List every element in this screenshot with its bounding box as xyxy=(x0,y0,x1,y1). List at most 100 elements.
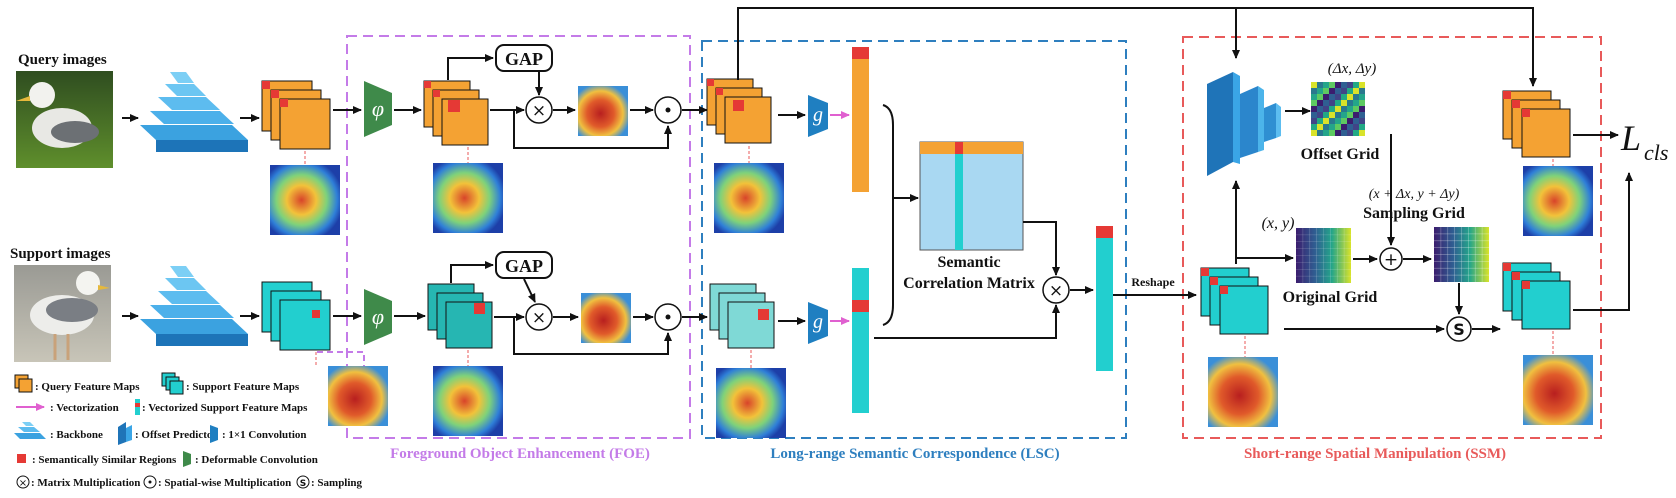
svg-text:cls: cls xyxy=(1644,140,1668,165)
legend-text-sampling: : Sampling xyxy=(311,477,363,489)
legend-text-offset-predictor: : Offset Predictor xyxy=(135,429,217,441)
legend-text-matrix-mult: : Matrix Multiplication xyxy=(31,477,140,489)
foe-module-box xyxy=(346,35,691,439)
support-heatmap-1 xyxy=(315,351,388,426)
legend-text-conv1x1: : 1×1 Convolution xyxy=(222,429,307,441)
sampling-op: S xyxy=(1446,316,1472,342)
lsc-arrows xyxy=(778,111,806,325)
support-deformable-conv: φ xyxy=(364,289,392,345)
query-attention-map xyxy=(578,86,628,136)
svg-text:g: g xyxy=(813,104,823,126)
query-conv1x1: g xyxy=(808,95,828,137)
svg-text:GAP: GAP xyxy=(505,256,543,276)
query-heatmap-1 xyxy=(270,151,340,235)
query-feature-maps-lsc xyxy=(706,78,772,144)
query-heatmap-foe xyxy=(433,147,503,233)
legend-similar-region-icon xyxy=(17,454,26,463)
support-spatial-mult-op xyxy=(654,303,682,331)
plus-op: + xyxy=(1379,247,1403,271)
legend-text-vectorization: : Vectorization xyxy=(50,402,119,414)
matrix-label-1: Semantic xyxy=(937,254,1000,271)
support-feature-maps-ssm-in xyxy=(1200,267,1269,335)
original-grid xyxy=(1296,228,1351,283)
query-deformable-conv: φ xyxy=(364,81,392,137)
top-skip-arrow xyxy=(737,7,1537,87)
support-feature-maps-lsc xyxy=(709,283,775,349)
support-backbone-icon xyxy=(140,266,248,346)
legend-text-vectorized-support: : Vectorized Support Feature Maps xyxy=(142,402,308,414)
support-gap-box: GAP xyxy=(495,251,553,279)
ssm-module-box xyxy=(1182,36,1602,439)
svg-text:+: + xyxy=(1384,250,1398,270)
svg-text:S: S xyxy=(1453,320,1465,339)
query-gap-box: GAP xyxy=(495,44,553,72)
lsc-module-box xyxy=(701,40,1127,439)
svg-text:×: × xyxy=(19,478,27,489)
legend-vectorized-support-icon xyxy=(135,399,140,415)
lsc-multiply-op: × xyxy=(1042,276,1070,304)
support-conv1x1: g xyxy=(808,302,828,344)
query-feature-maps-ssm xyxy=(1502,90,1571,158)
offset-predictor-icon xyxy=(1207,72,1281,176)
offset-grid-label: Offset Grid xyxy=(1301,146,1380,163)
support-heatmap-ssm-out xyxy=(1523,331,1593,425)
support-vector xyxy=(852,268,869,413)
query-heatmap-lsc xyxy=(714,146,784,233)
legend-text-deformable-conv: : Deformable Convolution xyxy=(195,454,318,466)
legend-offset-predictor-icon xyxy=(118,422,132,445)
orig-xy-label: (x, y) xyxy=(1262,215,1295,232)
svg-text:GAP: GAP xyxy=(505,49,543,69)
query-vector xyxy=(852,47,869,192)
query-spatial-mult-op xyxy=(654,96,682,124)
support-heatmap-ssm-in xyxy=(1208,336,1278,427)
matrix-label-2: Correlation Matrix xyxy=(903,275,1035,292)
ssm-title: Short-range Spatial Manipulation (SSM) xyxy=(1244,446,1506,462)
query-backbone-icon xyxy=(140,72,248,152)
legend-deformable-conv-icon xyxy=(183,451,191,467)
original-grid-label: Original Grid xyxy=(1283,289,1378,306)
sampling-grid xyxy=(1434,227,1489,282)
svg-text:S: S xyxy=(300,479,306,489)
legend-backbone-icon xyxy=(14,422,46,439)
support-image xyxy=(14,265,111,362)
support-heatmap-lsc xyxy=(716,350,786,438)
query-feature-maps-foe xyxy=(423,80,489,146)
query-heatmap-ssm xyxy=(1523,159,1593,236)
svg-text:×: × xyxy=(532,101,546,121)
svg-text:×: × xyxy=(1049,281,1063,301)
legend-text-support-feature: : Support Feature Maps xyxy=(186,381,300,393)
foe-title: Foreground Object Enhancement (FOE) xyxy=(390,446,650,462)
support-multiply-op: × xyxy=(525,303,553,331)
legend-spatial-mult-icon xyxy=(143,475,157,489)
offset-delta-label: (Δx, Δy) xyxy=(1328,61,1376,77)
legend-text-spatial-mult: : Spatial-wise Multiplication xyxy=(158,477,291,489)
merge-bracket xyxy=(882,104,894,326)
legend: : Query Feature Maps : Support Feature M… xyxy=(14,372,363,489)
support-feature-maps-ssm-out xyxy=(1502,262,1571,330)
sampling-coord-label: (x + Δx, y + Δy) xyxy=(1369,187,1460,202)
loss-label: L cls xyxy=(1620,118,1668,165)
legend-text-query-feature: : Query Feature Maps xyxy=(35,381,140,393)
svg-text:L: L xyxy=(1620,118,1641,158)
lsc-title: Long-range Semantic Correspondence (LSC) xyxy=(770,446,1059,462)
legend-sampling-icon: S xyxy=(296,475,310,489)
offset-grid xyxy=(1311,82,1365,136)
support-feature-maps-foe xyxy=(427,283,493,349)
legend-text-backbone: : Backbone xyxy=(50,429,103,441)
foe-arrows xyxy=(122,54,708,355)
legend-text-similar-region: : Semantically Similar Regions xyxy=(32,454,177,466)
query-images-label: Query images xyxy=(18,52,107,68)
legend-support-feature-icon xyxy=(161,372,184,395)
svg-text:φ: φ xyxy=(372,304,384,329)
svg-text:g: g xyxy=(813,311,823,333)
legend-query-feature-icon xyxy=(14,374,33,393)
output-vector xyxy=(1096,226,1113,371)
svg-text:φ: φ xyxy=(372,96,384,121)
query-feature-maps-1 xyxy=(261,80,331,150)
semantic-correlation-matrix xyxy=(919,141,1024,251)
query-image xyxy=(16,71,113,168)
support-feature-maps-1 xyxy=(261,281,331,351)
legend-matrix-mult-icon: × xyxy=(16,475,30,489)
lsc-arrows-2 xyxy=(874,221,1094,339)
